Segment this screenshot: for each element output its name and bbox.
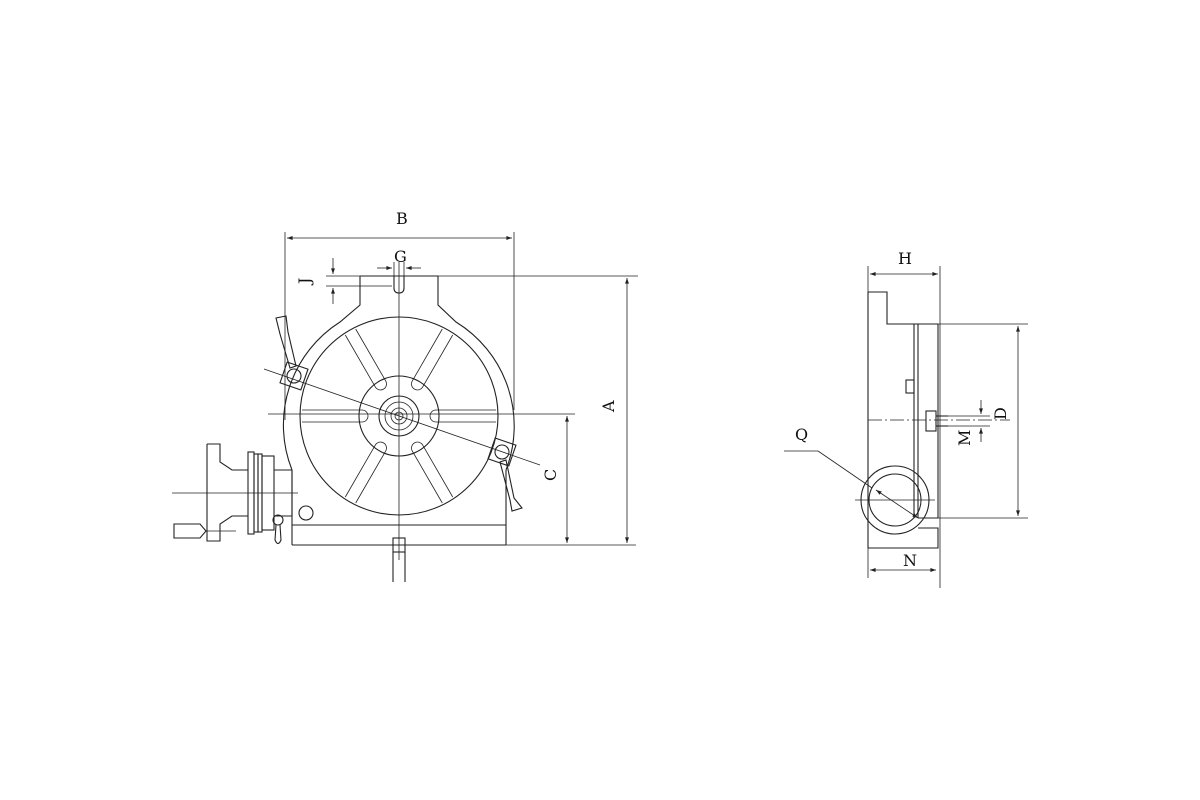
- clamp-lever-left: [275, 315, 309, 391]
- label-c: C: [541, 469, 560, 481]
- front-view: B G J A C: [172, 209, 638, 582]
- label-n: N: [903, 551, 917, 570]
- label-g: G: [394, 247, 407, 266]
- dimension-q: Q: [784, 425, 919, 519]
- dimension-a: A: [438, 275, 638, 546]
- dimension-d: D: [938, 323, 1028, 519]
- dimension-m: M: [948, 400, 990, 446]
- label-d: D: [991, 407, 1010, 420]
- side-view: H D M N Q: [784, 249, 1028, 588]
- diagonal-clamp-line: [263, 368, 541, 466]
- indicator-knob: [298, 505, 314, 521]
- dimension-j: J: [295, 258, 392, 304]
- dimension-c: C: [541, 415, 569, 543]
- label-j: J: [295, 278, 314, 286]
- clamp-lever-right: [487, 437, 523, 512]
- label-a: A: [599, 400, 618, 413]
- t-slots: [302, 328, 496, 504]
- bottom-spigot: [392, 537, 406, 582]
- label-m: M: [955, 430, 974, 446]
- label-q: Q: [795, 425, 808, 444]
- dimension-g: G: [377, 247, 421, 276]
- dimension-b: B: [284, 209, 515, 420]
- dimension-n: N: [867, 548, 936, 578]
- label-b: B: [396, 209, 408, 228]
- label-h: H: [898, 249, 912, 268]
- side-plunger: [925, 410, 948, 432]
- dimension-h: H: [867, 249, 941, 588]
- handwheel-assembly: [172, 443, 298, 545]
